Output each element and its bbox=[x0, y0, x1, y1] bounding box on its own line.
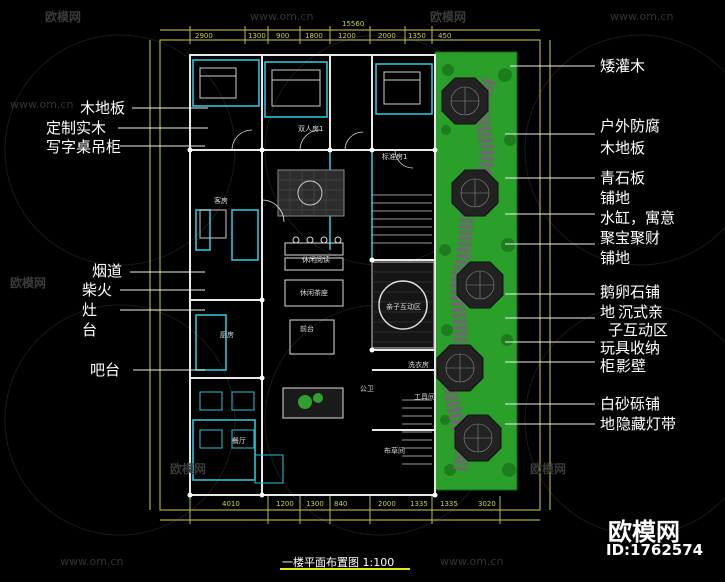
dimension-bottom: 840 bbox=[334, 500, 348, 508]
dimension-bottom: 1300 bbox=[306, 500, 324, 508]
label-kids-zone: 子互动区 bbox=[608, 321, 669, 339]
brand-id: ID:1762574 bbox=[606, 541, 704, 559]
dimension-top: 1350 bbox=[408, 32, 426, 40]
label-cabinet: 柜 bbox=[600, 357, 616, 375]
label-counter: 台 bbox=[82, 321, 98, 339]
dimension-bottom: 1200 bbox=[276, 500, 294, 508]
room-label-tea: 休闲茶座 bbox=[300, 289, 328, 297]
watermark: www.om.cn bbox=[250, 10, 314, 23]
dimension-top: 15560 bbox=[342, 20, 365, 28]
dimension-bottom: 2000 bbox=[378, 500, 396, 508]
label-gather-wealth: 聚宝聚财 bbox=[600, 229, 661, 247]
room-label-double-room: 双人房1 bbox=[298, 125, 324, 133]
dimension-top: 1300 bbox=[248, 32, 266, 40]
dimension-top: 2900 bbox=[195, 32, 213, 40]
label-screen-wall: 影壁 bbox=[616, 357, 647, 375]
watermark: 欧模网 bbox=[530, 462, 567, 476]
watermark: 欧模网 bbox=[10, 276, 47, 290]
watermark: 欧模网 bbox=[430, 10, 467, 24]
label-bar: 吧台 bbox=[90, 361, 121, 379]
watermark: 欧模网 bbox=[170, 462, 207, 476]
watermark: 欧模网 bbox=[45, 10, 82, 24]
dimension-top: 450 bbox=[438, 32, 452, 40]
label-wood-floor: 木地板 bbox=[80, 99, 126, 117]
watermark: www.om.cn bbox=[610, 10, 674, 23]
dimension-bottom: 1335 bbox=[410, 500, 428, 508]
label-pebble: 鹅卵石铺 bbox=[600, 283, 661, 301]
label-desk-cabinet: 写字桌吊柜 bbox=[46, 138, 122, 156]
label-ground-1: 地 bbox=[600, 303, 616, 321]
room-label-tool-room: 工具间 bbox=[414, 393, 435, 401]
label-stove: 灶 bbox=[82, 301, 98, 319]
label-paving-2: 铺地 bbox=[600, 249, 631, 267]
label-shrubs: 矮灌木 bbox=[600, 57, 646, 75]
label-sunken: 沉式亲 bbox=[618, 303, 664, 321]
plan-title: 一楼平面布置图 1:100 bbox=[282, 556, 395, 569]
brand-logo-text: 欧模网 bbox=[608, 518, 680, 546]
dimension-top: 900 bbox=[276, 32, 290, 40]
watermark: www.om.cn bbox=[440, 555, 504, 568]
label-toy-storage: 玩具收纳 bbox=[600, 339, 661, 357]
watermark: www.om.cn bbox=[60, 555, 124, 568]
room-label-guest-room: 客房 bbox=[214, 197, 228, 205]
label-white-gravel: 白砂砾铺 bbox=[600, 395, 661, 413]
room-label-reading: 休闲阅读 bbox=[302, 256, 330, 264]
label-firewood: 柴火 bbox=[82, 281, 113, 299]
label-hidden-light: 隐藏灯带 bbox=[616, 415, 677, 433]
label-wood-decking: 木地板 bbox=[600, 139, 646, 157]
room-label-reception: 前台 bbox=[300, 325, 314, 333]
label-water-jar: 水缸，寓意 bbox=[600, 209, 676, 227]
label-ground-2: 地 bbox=[600, 415, 616, 433]
label-paving-1: 铺地 bbox=[600, 189, 631, 207]
label-outdoor-treated: 户外防腐 bbox=[600, 117, 661, 135]
room-label-laundry: 洗衣房 bbox=[408, 361, 429, 369]
watermark: www.om.cn bbox=[10, 98, 74, 111]
dimension-top: 1800 bbox=[305, 32, 323, 40]
dimension-bottom: 4010 bbox=[222, 500, 240, 508]
room-label-kids-area: 亲子互动区 bbox=[386, 303, 421, 311]
room-label-standard-room: 标准房1 bbox=[382, 153, 408, 161]
label-bluestone: 青石板 bbox=[600, 169, 646, 187]
dimension-top: 1200 bbox=[338, 32, 356, 40]
label-custom-solid-wood: 定制实木 bbox=[46, 119, 107, 137]
room-label-kitchen: 厨房 bbox=[220, 331, 234, 339]
room-label-linen: 布草间 bbox=[384, 447, 405, 455]
room-label-dining: 餐厅 bbox=[232, 437, 246, 445]
room-label-public-wc: 公卫 bbox=[360, 385, 374, 393]
dimension-bottom: 3020 bbox=[478, 500, 496, 508]
dimension-bottom: 1335 bbox=[440, 500, 458, 508]
label-flue: 烟道 bbox=[92, 262, 123, 280]
dimension-top: 2000 bbox=[378, 32, 396, 40]
